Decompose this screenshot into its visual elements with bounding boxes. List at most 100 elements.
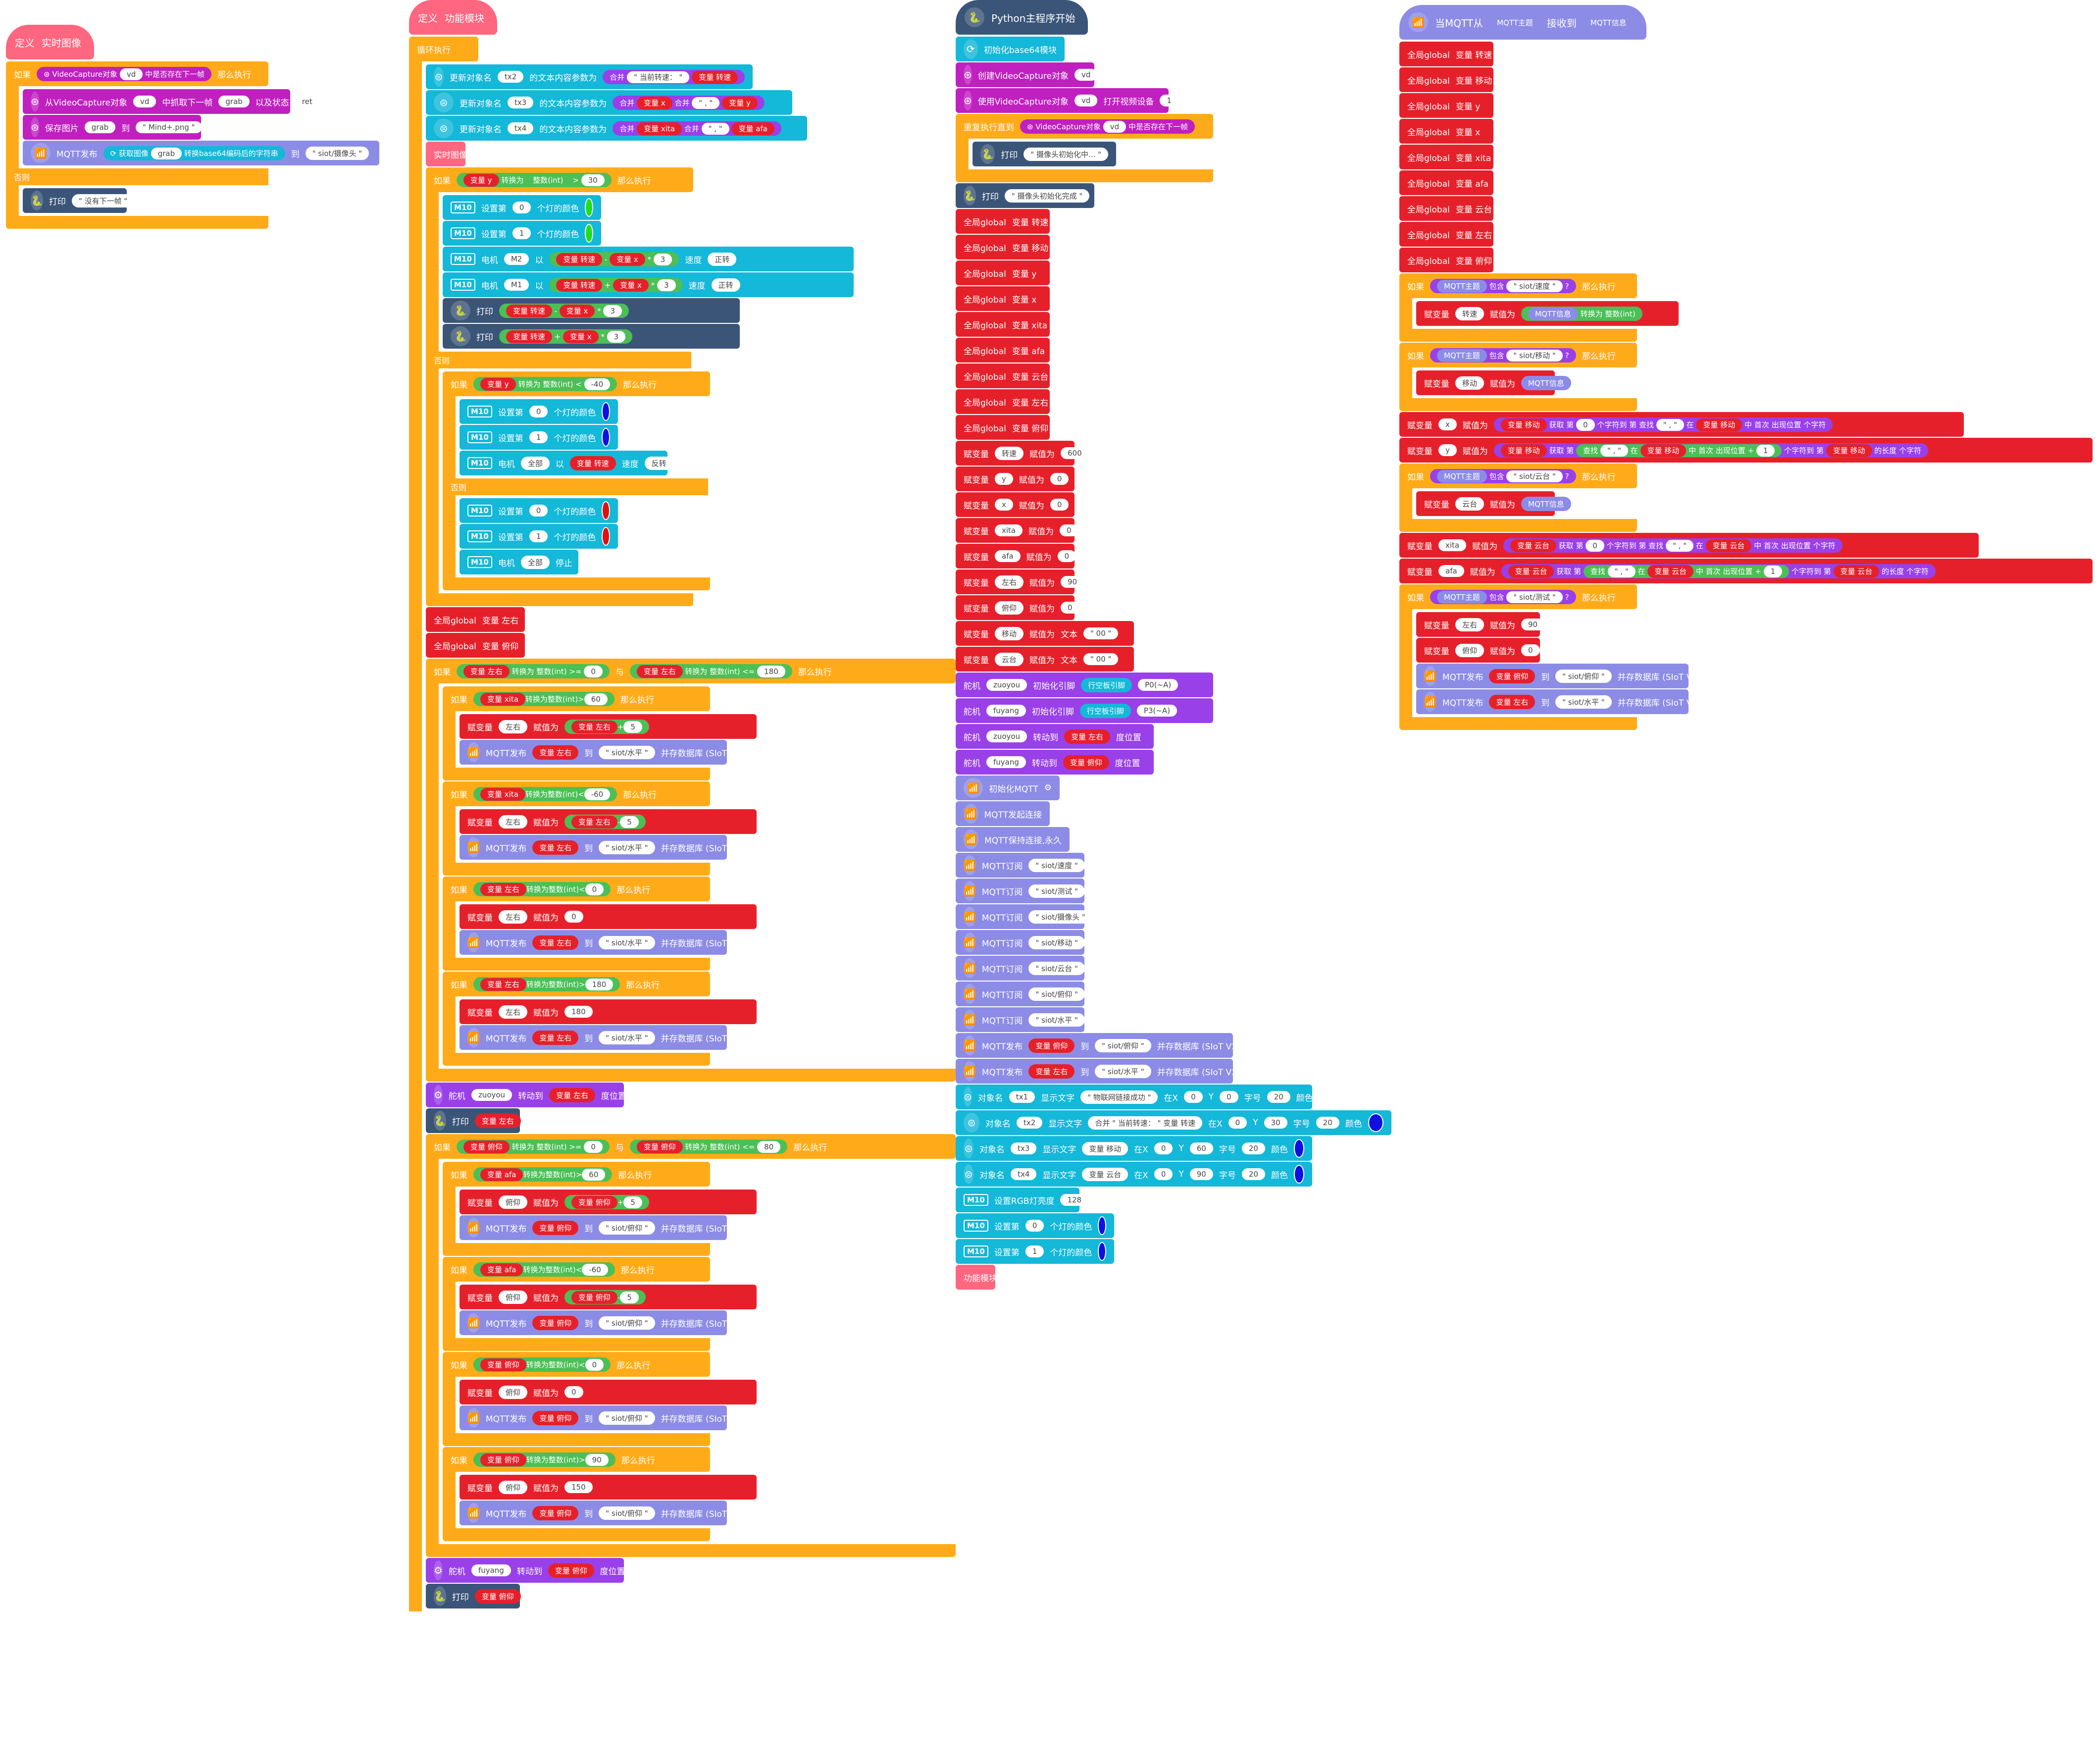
mqtt-pub-lr[interactable]: 📶MQTT发布变量 左右到" siot/水平 "并存数据库 (SIoT V2): [460, 930, 744, 955]
mqtt-subscribe-6[interactable]: 📶MQTT订阅" siot/水平 ": [956, 1007, 1085, 1032]
x[interactable]: 0: [1184, 1091, 1203, 1103]
assign-ud[interactable]: 赋变量俯仰赋值为变量 俯仰+5: [460, 1190, 757, 1214]
var[interactable]: 变量 左右: [1028, 1064, 1075, 1079]
value[interactable]: 0: [1050, 473, 1069, 485]
mqtt-publish-image-block[interactable]: 📶 MQTT发布 ⟳ 获取图像 grab 转换base64编码后的字符串 到 "…: [23, 141, 379, 165]
color-swatch[interactable]: [585, 198, 593, 217]
read-frame-block[interactable]: ⊛ 从VideoCapture对象 vd 中抓取下一帧 grab 以及状态 re…: [23, 89, 319, 114]
var[interactable]: 俯仰: [499, 1290, 528, 1304]
mqtt-pub-ud[interactable]: 📶MQTT发布变量 俯仰到" siot/俯仰 "并存数据库 (SIoT V2): [1416, 664, 1701, 688]
y[interactable]: 60: [1189, 1142, 1213, 1154]
expr[interactable]: 变量 俯仰-5: [564, 1290, 646, 1304]
color-swatch[interactable]: [1293, 1139, 1304, 1158]
expr-num[interactable]: 5: [623, 1196, 642, 1208]
servo-name[interactable]: fuyang: [986, 756, 1026, 768]
print-initializing[interactable]: 🐍打印" 摄像头初始化中... ": [973, 142, 1116, 166]
value[interactable]: 150: [564, 1481, 593, 1493]
x[interactable]: 0: [1228, 1117, 1247, 1129]
mqtt-subscribe-3[interactable]: 📶MQTT订阅" siot/移动 ": [956, 930, 1085, 955]
topic[interactable]: " siot/水平 ": [599, 745, 655, 759]
x[interactable]: 0: [1154, 1168, 1173, 1180]
mqtt-pub-lr[interactable]: 📶MQTT发布变量 左右到" siot/水平 "并存数据库 (SIoT V2): [1416, 689, 1701, 714]
expr-num[interactable]: 5: [620, 1291, 639, 1303]
mqtt-connect[interactable]: 📶MQTT发起连接: [956, 801, 1050, 826]
text-value[interactable]: 变量 移动: [1082, 1141, 1128, 1155]
obj[interactable]: tx1: [1009, 1091, 1035, 1103]
mqtt-subscribe-1[interactable]: 📶MQTT订阅" siot/测试 ": [956, 879, 1085, 903]
pub-var[interactable]: 变量 俯仰: [532, 1315, 579, 1330]
pub-var[interactable]: 变量 俯仰: [532, 1505, 579, 1520]
color-swatch[interactable]: [1319, 1088, 1321, 1106]
cond-var[interactable]: 变量 xita: [480, 692, 525, 706]
value[interactable]: 0: [1050, 499, 1069, 511]
num[interactable]: 60: [582, 1168, 606, 1181]
topic[interactable]: " siot/移动 ": [1028, 935, 1085, 949]
cond-var[interactable]: 变量 俯仰: [480, 1358, 526, 1371]
update-text-tx4[interactable]: ⊜ 更新对象名 tx4 的文本内容参数为 合并 变量 xita 合并 " , "…: [426, 116, 807, 141]
var[interactable]: 变量 俯仰: [1063, 755, 1109, 770]
num[interactable]: 90: [585, 1453, 609, 1466]
mqtt-subscribe-5[interactable]: 📶MQTT订阅" siot/俯仰 ": [956, 982, 1085, 1006]
condition[interactable]: 变量 左右转换为整数(int)>180: [473, 977, 620, 991]
mqtt-pub-ud[interactable]: 📶MQTT发布变量 俯仰到" siot/俯仰 "并存数据库 (SIoT V2): [460, 1310, 744, 1335]
value[interactable]: 0: [564, 911, 583, 923]
print-block[interactable]: 🐍 打印 " 没有下一帧 ": [23, 188, 135, 213]
num[interactable]: 0: [585, 1358, 604, 1371]
pin[interactable]: 行空板引脚: [1079, 703, 1131, 718]
expr-var[interactable]: 变量 俯仰: [571, 1291, 617, 1304]
topic[interactable]: " siot/水平 ": [599, 935, 655, 949]
if-block-next-frame[interactable]: 如果 ⊛ VideoCapture对象 vd 中是否存在下一帧 那么执行 ⊛ 从…: [6, 61, 382, 229]
num[interactable]: 0: [585, 883, 604, 895]
obj[interactable]: tx2: [1017, 1117, 1043, 1129]
num[interactable]: 180: [585, 978, 614, 990]
text-value[interactable]: 变量 云台: [1082, 1167, 1128, 1181]
mqtt-subscribe-2[interactable]: 📶MQTT订阅" siot/摄像头 ": [956, 904, 1092, 929]
topic[interactable]: " siot/俯仰 ": [599, 1221, 655, 1235]
var[interactable]: 俯仰: [995, 601, 1024, 615]
mqtt-pub-lr[interactable]: 📶MQTT发布变量 左右到" siot/水平 "并存数据库 (SIoT V2): [460, 835, 744, 860]
pin[interactable]: 行空板引脚: [1081, 677, 1132, 692]
color-swatch[interactable]: [1368, 1113, 1383, 1132]
num[interactable]: 60: [584, 693, 608, 705]
print-init-done[interactable]: 🐍打印" 摄像头初始化完成 ": [956, 183, 1094, 208]
python-main-hat[interactable]: 🐍Python主程序开始: [956, 0, 1088, 35]
print-speed-plus[interactable]: 🐍打印变量 转速 + 变量 x * 3: [443, 324, 740, 349]
expr-var[interactable]: 变量 俯仰: [571, 1195, 617, 1209]
condition[interactable]: 变量 俯仰转换为整数(int)<0: [473, 1357, 611, 1372]
call-realtime-image[interactable]: 实时图像: [426, 142, 467, 166]
y[interactable]: 0: [1220, 1091, 1238, 1103]
if-lr-range[interactable]: 如果 变量 左右 转换为 整数(int) >= 0 与 变量 左右 转换为 整数…: [426, 659, 956, 1082]
var[interactable]: 变量 左右: [1064, 729, 1110, 744]
